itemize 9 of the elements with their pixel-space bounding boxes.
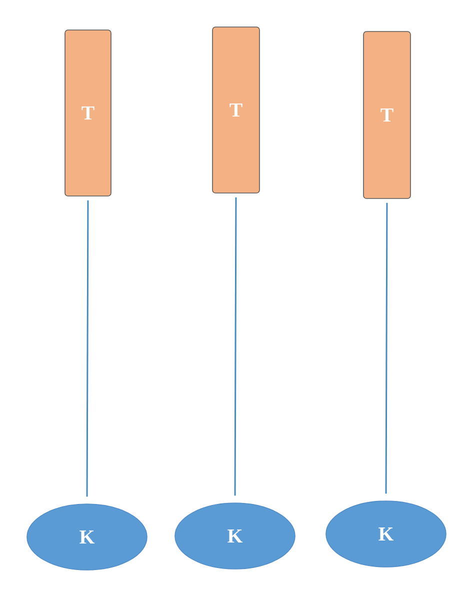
connector-line (385, 202, 388, 494)
connector-line (86, 200, 89, 497)
ellipse-node: K (174, 502, 296, 570)
process-box: T (363, 31, 411, 199)
ellipse-node: K (26, 504, 148, 570)
connector-line (234, 197, 237, 496)
process-box: T (212, 26, 260, 194)
process-box: T (64, 30, 112, 196)
ellipse-node: K (326, 500, 446, 568)
